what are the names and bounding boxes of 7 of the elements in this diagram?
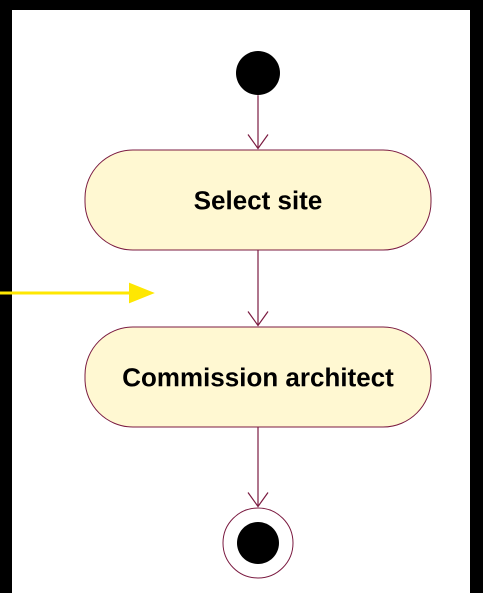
arrow [248,95,268,150]
action-box: Select site [84,150,432,250]
arrow [248,250,268,326]
start-dot [236,51,280,95]
action-box: Commission architect [84,326,432,428]
end-bullseye [222,508,294,578]
arrow [248,428,268,508]
